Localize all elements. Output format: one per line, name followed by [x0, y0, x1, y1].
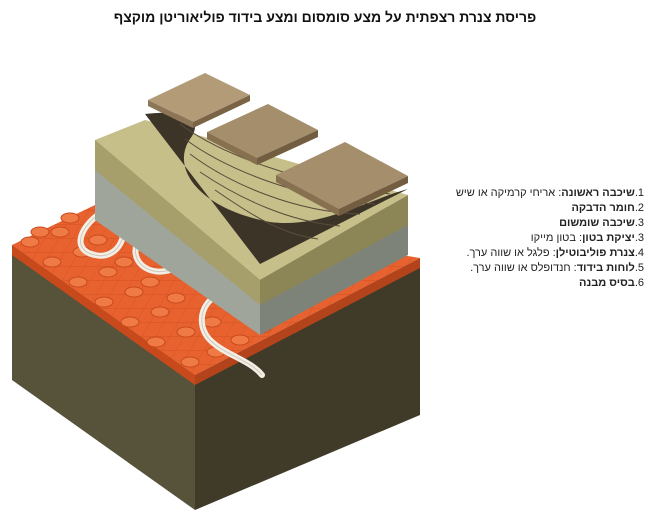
diagram-title: פריסת צנרת רצפתית על מצע סומסום ומצע ביד… — [113, 9, 537, 25]
legend-item: 1.שיכבה ראשונה: אריחי קרמיקה או שיש — [455, 187, 644, 199]
screed-layer — [95, 120, 408, 305]
screed-left-face — [95, 140, 260, 305]
base-right-face — [195, 265, 420, 510]
legend-item: 5.לוחות בידוד: חנדופלס או שווה ערך. — [470, 262, 644, 274]
legend-item: 3.יציקת בטון: בטון מייקו — [530, 232, 644, 244]
legend-item: 6.בסיס מבנה — [579, 277, 644, 289]
tile-1 — [148, 73, 250, 128]
screed-right-face — [260, 195, 408, 305]
tile-2 — [207, 104, 318, 165]
base-structure-layer — [12, 245, 420, 510]
legend-item: 4.צנרת פוליבוטילן: פלגל או שווה ערך. — [466, 247, 644, 259]
insulation-left-edge — [12, 245, 195, 385]
adhesive-surface — [145, 112, 408, 264]
screed-top-face — [95, 120, 408, 280]
concrete-left-face — [95, 170, 260, 335]
insulation-right-edge — [195, 258, 420, 385]
ceramic-tiles-layer — [148, 73, 408, 216]
layer-legend: 1.שיכבה ראשונה: אריחי קרמיקה או שיש 2.חו… — [412, 186, 644, 291]
legend-item: 3.שיכבה שומשום — [559, 217, 644, 229]
legend-item: 2.חומר הדבקה — [571, 202, 644, 214]
base-left-face — [12, 245, 195, 510]
tile-3 — [276, 142, 408, 216]
